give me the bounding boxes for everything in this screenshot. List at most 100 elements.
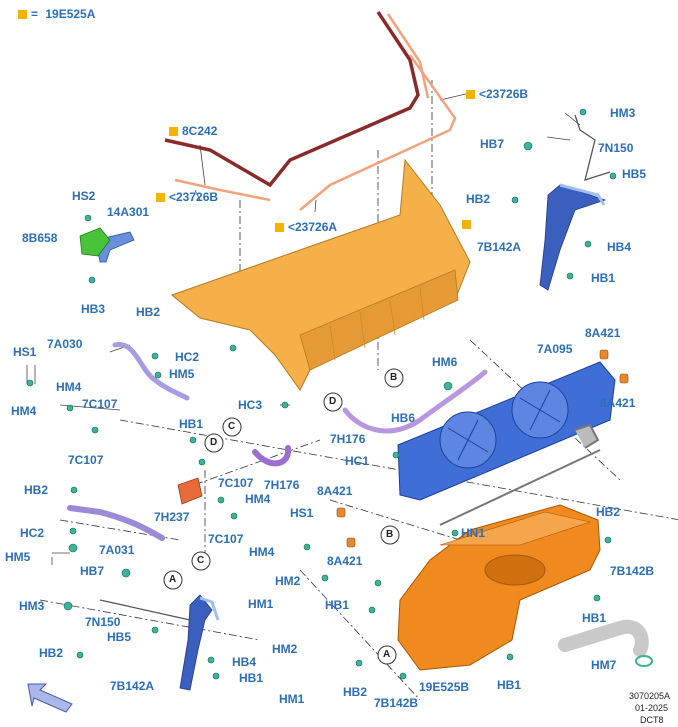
label-hm4-left-2: HM4 bbox=[11, 404, 37, 418]
label-8a421-3: 8A421 bbox=[317, 484, 353, 498]
rod-7n150-right bbox=[574, 114, 611, 181]
label-hb7-left: HB7 bbox=[80, 564, 105, 578]
rod-7n150-left bbox=[99, 599, 191, 621]
label-hb5-top: HB5 bbox=[622, 167, 647, 181]
label-8c242: 8C242 bbox=[169, 124, 217, 138]
label-7c107-mid-2: 7C107 bbox=[208, 532, 244, 546]
lower-shroud-19e525b bbox=[397, 504, 601, 671]
label-hb3: HB3 bbox=[81, 302, 106, 316]
label-hs1-left: HS1 bbox=[13, 345, 37, 359]
label-hb2-left: HB2 bbox=[24, 483, 49, 497]
clips bbox=[26, 108, 617, 680]
label-hb1-right-lower: HB1 bbox=[582, 611, 607, 625]
label-hm2-1: HM2 bbox=[275, 574, 301, 588]
upper-seal-8c242 bbox=[164, 11, 420, 188]
label-7a030: 7A030 bbox=[47, 337, 83, 351]
label-hm4-mid-1: HM4 bbox=[245, 492, 271, 506]
label-7b142b-right: 7B142B bbox=[610, 564, 655, 578]
label-hm3-top: HM3 bbox=[610, 106, 636, 120]
label-hc2-mid: HC2 bbox=[175, 350, 200, 364]
label-marker-blank bbox=[462, 217, 475, 231]
label-hc1: HC1 bbox=[345, 454, 370, 468]
label-hc2-left: HC2 bbox=[20, 526, 45, 540]
label-7b142a-right: 7B142A bbox=[477, 240, 522, 254]
label-hb2-mid: HB2 bbox=[136, 305, 161, 319]
label-hm2-2: HM2 bbox=[272, 642, 298, 656]
marker-icon bbox=[156, 193, 165, 202]
label-hc3: HC3 bbox=[238, 398, 263, 412]
callout-circles bbox=[163, 368, 404, 665]
label-7h176-2: 7H176 bbox=[264, 478, 300, 492]
legend: = 19E525A bbox=[18, 7, 95, 21]
label-7c107-left-1: 7C107 bbox=[82, 397, 118, 411]
hose-7h176-lower bbox=[252, 445, 292, 467]
label-text: <23726B bbox=[169, 190, 219, 204]
module-8b658 bbox=[79, 227, 111, 257]
seal-23726a bbox=[299, 54, 457, 211]
label-hm1-1: HM1 bbox=[248, 597, 274, 611]
label-hb7-top: HB7 bbox=[480, 137, 505, 151]
callout-a-lower: A bbox=[383, 649, 391, 660]
label-7a031: 7A031 bbox=[99, 543, 135, 557]
label-hb1-right: HB1 bbox=[591, 271, 616, 285]
label-hn1: HN1 bbox=[461, 526, 486, 540]
label-7b142b-bottom: 7B142B bbox=[374, 696, 419, 710]
callout-b-upper: B bbox=[390, 372, 398, 383]
label-7b142a-left: 7B142A bbox=[110, 679, 155, 693]
label-hb1-left: HB1 bbox=[239, 671, 264, 685]
callout-c-upper: C bbox=[228, 421, 236, 432]
hose-7a030 bbox=[112, 342, 190, 401]
label-hb6: HB6 bbox=[391, 411, 416, 425]
clamp-hm7 bbox=[635, 655, 653, 667]
label-hb2-lower-right: HB2 bbox=[596, 505, 621, 519]
seal-23726b-left bbox=[174, 178, 271, 202]
rod-right bbox=[439, 449, 601, 526]
label-hb2-lower-left: HB2 bbox=[39, 646, 64, 660]
label-hm4-left-1: HM4 bbox=[56, 380, 82, 394]
label-hb4-left: HB4 bbox=[232, 655, 257, 669]
label-hb1-mid: HB1 bbox=[179, 417, 204, 431]
legend-code: 19E525A bbox=[45, 7, 96, 21]
label-hb1-bottom: HB1 bbox=[497, 678, 522, 692]
label-23726b-left: <23726B bbox=[156, 190, 218, 204]
legend-eq: = bbox=[31, 7, 39, 21]
label-hs2: HS2 bbox=[72, 189, 96, 203]
pipe-hm7 bbox=[558, 619, 649, 657]
lower-shroud-top bbox=[439, 511, 592, 546]
legend-marker-icon bbox=[18, 10, 27, 19]
label-hm4-mid-2: HM4 bbox=[249, 545, 275, 559]
upper-shroud-rib bbox=[299, 269, 459, 371]
label-19e525b: 19E525B bbox=[419, 680, 470, 694]
footer-ref: 3070205A 01-2025 DCT8 bbox=[629, 690, 670, 726]
marker-icon bbox=[466, 90, 475, 99]
callout-d-lower: D bbox=[210, 437, 218, 448]
lower-shroud-recess bbox=[484, 554, 546, 586]
label-hb2-right: HB2 bbox=[466, 192, 491, 206]
marker-icon bbox=[169, 127, 178, 136]
label-hm3-left: HM3 bbox=[19, 599, 45, 613]
label-8a421-1: 8A421 bbox=[585, 326, 621, 340]
label-7n150-left: 7N150 bbox=[85, 615, 121, 629]
label-7c107-left-2: 7C107 bbox=[68, 453, 104, 467]
label-8a421-4: 8A421 bbox=[327, 554, 363, 568]
hose-7h176-upper bbox=[342, 369, 488, 434]
bracket-7b142a-left bbox=[179, 594, 213, 691]
label-hb5-left: HB5 bbox=[107, 630, 132, 644]
footer-date: 01-2025 bbox=[635, 703, 669, 713]
label-7h176-1: 7H176 bbox=[330, 432, 366, 446]
label-hm6: HM6 bbox=[432, 355, 458, 369]
label-7h237: 7H237 bbox=[154, 510, 190, 524]
label-text: 8C242 bbox=[182, 124, 218, 138]
label-7n150-top: 7N150 bbox=[598, 141, 634, 155]
marker-icon bbox=[275, 223, 284, 232]
footer-model: DCT8 bbox=[640, 715, 664, 725]
block-7h237 bbox=[177, 477, 203, 505]
label-hm7: HM7 bbox=[591, 658, 617, 672]
label-14a301: 14A301 bbox=[107, 205, 150, 219]
bracket-small bbox=[574, 423, 600, 449]
marker-icon bbox=[462, 220, 471, 229]
upper-shroud-ribs bbox=[329, 287, 425, 361]
fan-blades bbox=[447, 389, 561, 461]
direction-arrow-icon bbox=[27, 683, 73, 713]
